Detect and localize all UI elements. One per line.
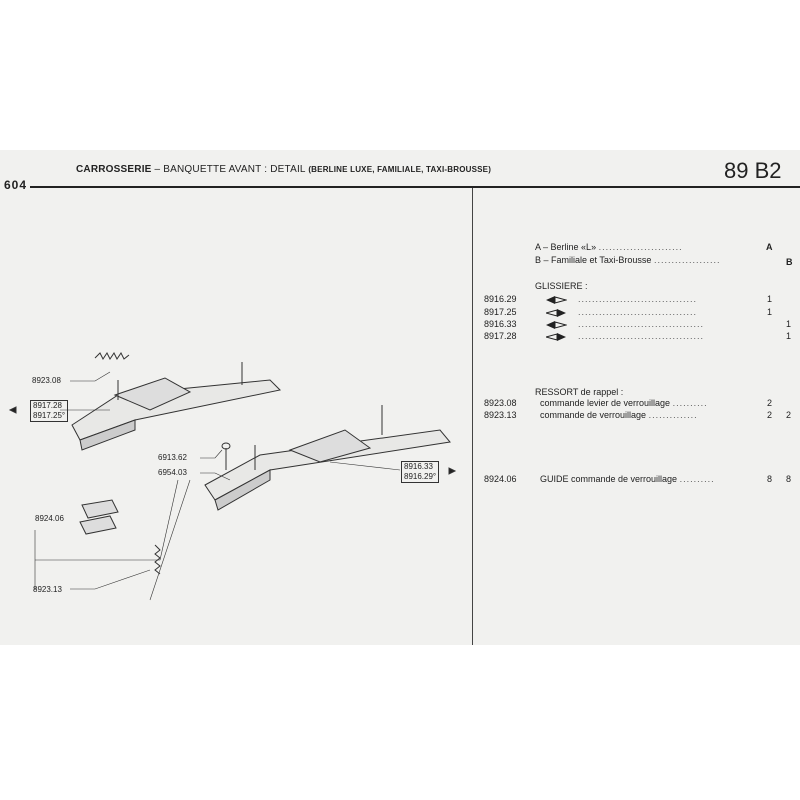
guide-block [79,499,119,535]
right-hand-arrow-icon [546,309,566,317]
qty-b: 8 [786,474,792,484]
part-ref: 8923.13 [484,410,517,420]
right-hand-arrow-icon [546,333,566,341]
qty-a: 8 [767,474,773,484]
callout-label: 6954.03 [158,468,187,477]
qty-b: 1 [786,331,792,341]
qty-a: 1 [767,307,773,317]
left-hand-arrow-icon [546,321,567,329]
part-ref: 8916.29 [484,294,517,304]
part-ref: 8916.33 [484,319,517,329]
legend-col-a: A [766,242,773,252]
header-rule [30,186,800,188]
qty-b: 1 [786,319,792,329]
part-description: .................................... [578,319,705,329]
left-arrow-icon [8,406,17,414]
part-ref: 8923.08 [484,398,517,408]
column-divider [472,188,473,645]
section-heading: RESSORT de rappel : [535,387,624,397]
part-description: .................................. [578,294,698,304]
page-title: CARROSSERIE – BANQUETTE AVANT : DETAIL (… [76,164,492,175]
callout-label: 6913.62 [158,453,187,462]
seat-rail-left [71,362,282,451]
qty-a: 1 [767,294,773,304]
left-arrow-icon [448,467,457,475]
qty-b: 2 [786,410,792,420]
callout-label: 8923.08 [32,376,61,385]
legend-col-b: B [786,257,793,267]
part-ref: 8917.28 [484,331,517,341]
callout-label: 8923.13 [33,585,62,594]
left-hand-arrow-icon [546,296,567,304]
part-description: commande levier de verrouillage ........… [540,398,708,408]
seat-rail-right [204,405,451,511]
exploded-diagram [8,352,457,601]
part-description: .................................... [578,331,705,341]
part-ref: 8924.06 [484,474,517,484]
part-description: .................................. [578,307,698,317]
part-description: GUIDE commande de verrouillage .........… [540,474,715,484]
section-heading: GLISSIERE : [535,281,588,291]
legend-a: A – Berline «L» ........................ [535,242,683,252]
legend-b: B – Familiale et Taxi-Brousse ..........… [535,255,721,265]
qty-a: 2 [767,398,773,408]
callout-label: 8924.06 [35,514,64,523]
model-logo: 604 [4,178,28,192]
part-description: commande de verrouillage .............. [540,410,698,420]
part-ref: 8917.25 [484,307,517,317]
qty-a: 2 [767,410,773,420]
page-number: 89 B2 [724,158,782,183]
